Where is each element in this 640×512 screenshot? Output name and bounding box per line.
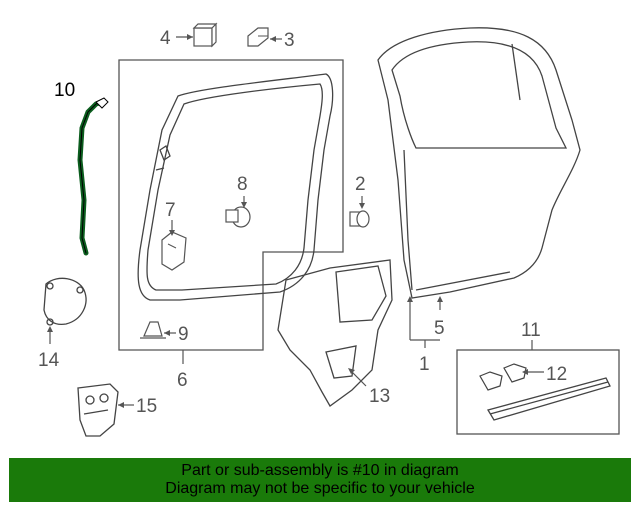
part-1-door[interactable] [377,27,581,299]
part-10-cable[interactable] [77,97,109,256]
callout-1[interactable]: 1 [419,354,430,375]
part-8-plug[interactable] [225,206,251,228]
part-12-clips[interactable] [479,363,527,391]
part-4-clip[interactable] [192,22,218,48]
part-7-bumper[interactable] [161,231,187,271]
callout-15[interactable]: 15 [136,396,157,417]
callout-9[interactable]: 9 [178,324,189,345]
callout-14[interactable]: 14 [38,350,60,371]
group-11-box [456,349,620,435]
callout-3[interactable]: 3 [284,30,295,51]
callout-11[interactable]: 11 [521,320,541,341]
part-11-moulding[interactable] [487,377,611,421]
callout-6[interactable]: 6 [177,370,188,391]
banner-line-2: Diagram may not be specific to your vehi… [165,480,475,497]
group-6-box [118,59,344,351]
part-6-weatherstrip[interactable] [137,73,334,301]
banner-line-1: Part or sub-assembly is #10 in diagram [181,462,459,479]
callout-12[interactable]: 12 [546,364,567,385]
callout-8[interactable]: 8 [237,174,248,195]
part-3-clip[interactable] [247,27,269,47]
part-9-clip[interactable] [140,321,166,339]
part-13-cover[interactable] [277,259,393,407]
callout-5[interactable]: 5 [434,318,445,339]
part-15-lock[interactable] [77,383,119,437]
part-14-cover[interactable] [43,277,87,326]
callout-2[interactable]: 2 [355,174,366,195]
callout-7[interactable]: 7 [165,200,176,221]
callout-10[interactable]: 10 [54,80,75,101]
info-banner: Part or sub-assembly is #10 in diagram D… [9,458,631,502]
callout-13[interactable]: 13 [369,386,390,407]
part-2-bumper[interactable] [349,210,370,228]
callout-4[interactable]: 4 [160,28,171,49]
